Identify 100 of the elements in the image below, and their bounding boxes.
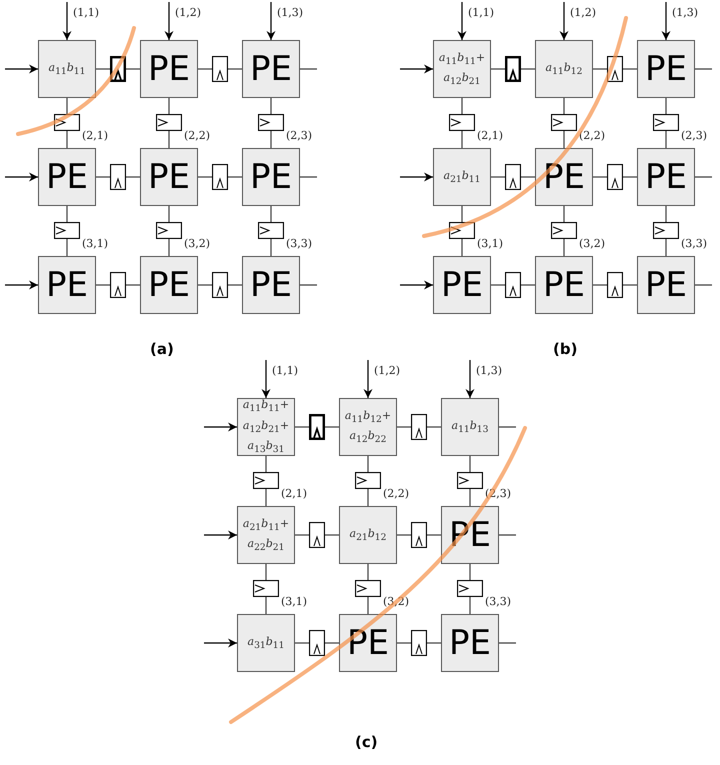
connector-line bbox=[461, 206, 463, 222]
register-symbol bbox=[653, 114, 679, 131]
register-symbol bbox=[411, 522, 427, 548]
index-label: (3,3) bbox=[485, 595, 512, 608]
register-symbol bbox=[258, 222, 284, 239]
processing-element-box bbox=[38, 256, 96, 314]
connector-line bbox=[563, 131, 565, 148]
element-label: PE bbox=[46, 268, 88, 302]
connector-line bbox=[96, 68, 110, 70]
index-label: (1,3) bbox=[476, 364, 502, 377]
register-symbol bbox=[449, 114, 475, 131]
processing-element-box bbox=[38, 40, 96, 98]
connector-line bbox=[96, 176, 110, 178]
register-symbol bbox=[355, 472, 381, 489]
connector-line bbox=[491, 176, 505, 178]
index-label: (2,2) bbox=[184, 129, 210, 142]
input-arrow bbox=[204, 638, 237, 648]
input-arrow bbox=[266, 2, 276, 40]
processing-element-box bbox=[339, 614, 397, 672]
product-term: a$_{21}$b$_{11}$ bbox=[442, 168, 482, 187]
element-label: PE bbox=[645, 160, 687, 194]
connector-line bbox=[325, 426, 339, 428]
register-symbol bbox=[355, 580, 381, 597]
connector-line bbox=[270, 131, 272, 148]
connector-line bbox=[461, 131, 463, 148]
processing-element-box bbox=[433, 256, 491, 314]
register-symbol bbox=[156, 114, 182, 131]
register-symbol bbox=[212, 56, 228, 82]
connector-line bbox=[695, 176, 712, 178]
connector-line bbox=[96, 284, 110, 286]
product-term: a$_{11}$b$_{12}$+ a$_{12}$b$_{22}$ bbox=[344, 408, 392, 448]
register-symbol bbox=[505, 272, 521, 298]
index-label: (1,1) bbox=[272, 364, 298, 377]
index-label: (1,3) bbox=[277, 6, 304, 19]
element-label: PE bbox=[645, 52, 687, 86]
connector-line bbox=[623, 176, 637, 178]
connector-line bbox=[397, 534, 411, 536]
connector-line bbox=[198, 284, 212, 286]
register-symbol bbox=[253, 472, 279, 489]
input-arrow bbox=[164, 2, 174, 40]
connector-line bbox=[469, 597, 471, 614]
index-label: (3,2) bbox=[579, 237, 606, 250]
connector-line bbox=[126, 176, 140, 178]
register-symbol bbox=[258, 114, 284, 131]
input-arrow bbox=[560, 2, 568, 40]
register-symbol bbox=[607, 272, 623, 298]
connector-line bbox=[499, 426, 516, 428]
element-label: PE bbox=[347, 626, 389, 660]
processing-element-box bbox=[441, 614, 499, 672]
processing-element-box bbox=[535, 148, 593, 206]
processing-element-box bbox=[637, 40, 695, 98]
element-label: PE bbox=[148, 160, 190, 194]
processing-element-box bbox=[339, 398, 397, 456]
register-symbol bbox=[411, 414, 427, 440]
connector-line bbox=[126, 284, 140, 286]
connector-line bbox=[270, 239, 272, 256]
register-symbol bbox=[110, 164, 126, 190]
processing-element-box bbox=[242, 256, 300, 314]
product-term: a$_{21}$b$_{11}$+ a$_{22}$b$_{21}$ bbox=[242, 516, 290, 556]
connector-line bbox=[66, 206, 68, 222]
connector-line bbox=[66, 98, 68, 114]
input-arrow bbox=[204, 530, 237, 540]
connector-line bbox=[168, 131, 170, 148]
register-symbol bbox=[110, 272, 126, 298]
processing-element-box bbox=[140, 256, 198, 314]
connector-line bbox=[397, 642, 411, 644]
register-symbol bbox=[212, 272, 228, 298]
processing-element-box bbox=[441, 506, 499, 564]
processing-element-box bbox=[339, 506, 397, 564]
element-label: PE bbox=[645, 268, 687, 302]
connector-line bbox=[300, 176, 317, 178]
register-symbol bbox=[156, 222, 182, 239]
input-arrow bbox=[400, 64, 433, 74]
index-label: (1,2) bbox=[175, 6, 202, 19]
processing-element-box bbox=[237, 614, 295, 672]
connector-line bbox=[491, 68, 505, 70]
index-label: (3,2) bbox=[184, 237, 210, 250]
connector-line bbox=[427, 534, 441, 536]
connector-line bbox=[499, 534, 516, 536]
index-label: (2,3) bbox=[681, 129, 708, 142]
index-label: (1,2) bbox=[374, 364, 400, 377]
connector-line bbox=[265, 564, 267, 580]
input-arrow bbox=[364, 360, 372, 398]
connector-line bbox=[367, 597, 369, 614]
connector-line bbox=[126, 68, 140, 70]
register-symbol bbox=[505, 164, 521, 190]
connector-line bbox=[270, 206, 272, 222]
product-term: a$_{11}$b$_{11}$+ a$_{12}$b$_{21}$+ a$_{13}$b$_{31}$ bbox=[242, 397, 290, 458]
connector-line bbox=[469, 489, 471, 506]
register-symbol bbox=[309, 522, 325, 548]
panel-caption: (c) bbox=[355, 733, 378, 751]
connector-line bbox=[397, 426, 411, 428]
input-arrow bbox=[662, 2, 670, 40]
element-label: PE bbox=[543, 268, 585, 302]
index-label: (3,3) bbox=[681, 237, 708, 250]
connector-line bbox=[168, 206, 170, 222]
connector-line bbox=[66, 131, 68, 148]
connector-line bbox=[295, 426, 309, 428]
connector-line bbox=[593, 284, 607, 286]
product-term: a$_{31}$b$_{11}$ bbox=[246, 634, 286, 653]
